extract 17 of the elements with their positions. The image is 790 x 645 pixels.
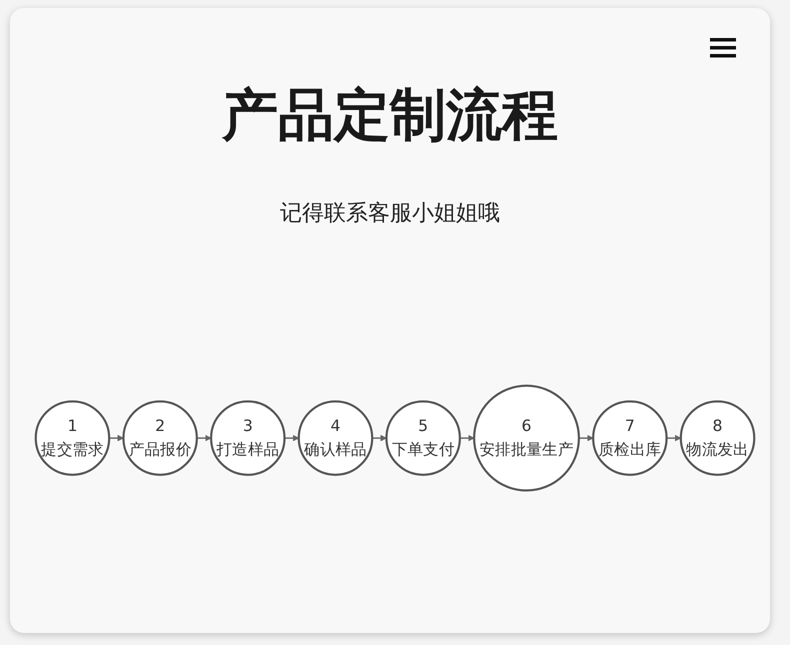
node-circle: 4 确认样品 bbox=[298, 400, 374, 476]
arrow bbox=[460, 434, 474, 442]
title: 产品定制流程 bbox=[222, 83, 558, 148]
node-circle: 3 打造样品 bbox=[210, 400, 286, 476]
arrow bbox=[284, 434, 300, 442]
arrow bbox=[666, 434, 682, 442]
arrow bbox=[196, 434, 212, 442]
arrow bbox=[109, 434, 124, 442]
node-circle: 5 下单支付 bbox=[385, 400, 461, 476]
node-circle: 8 物流发出 bbox=[680, 400, 756, 476]
arrow bbox=[372, 434, 387, 442]
subtitle: 记得联系客服小姐姐哦 bbox=[280, 201, 500, 226]
node-circle: 7 质检出库 bbox=[592, 400, 668, 476]
node-circle: 2 产品报价 bbox=[122, 400, 198, 476]
node-circle: 1 提交需求 bbox=[34, 400, 110, 476]
node-circle: 6 安排批量生产 bbox=[473, 384, 580, 492]
arrow bbox=[578, 434, 594, 442]
